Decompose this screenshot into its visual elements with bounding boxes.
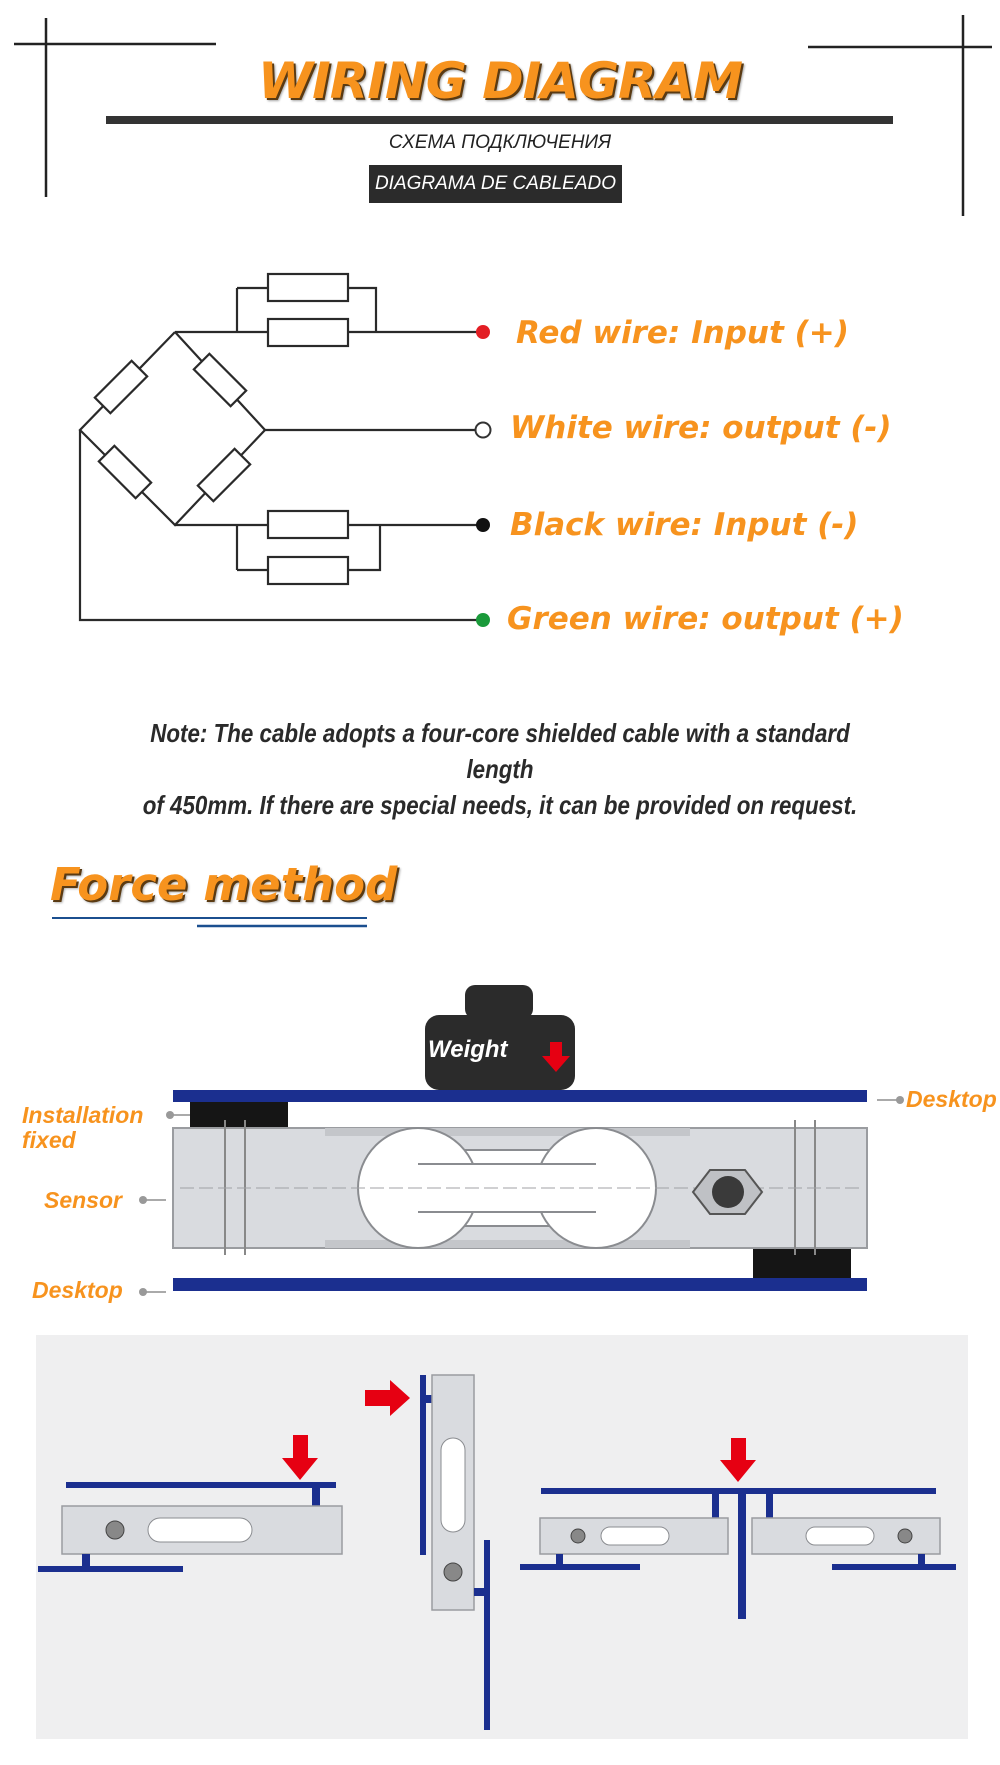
force-diagram	[139, 985, 904, 1296]
installation-fixed-label: Installation fixed	[22, 1102, 144, 1153]
weight-block	[425, 1015, 575, 1090]
black-wire-label: Black wire: Input (-)	[510, 507, 859, 543]
note-line-2: of 450mm. If there are special needs, it…	[142, 790, 858, 820]
green-terminal-dot	[476, 613, 490, 627]
wiring-schematic	[78, 272, 492, 627]
weight-label: Weight	[428, 1036, 508, 1063]
top-plate	[173, 1090, 867, 1102]
desktop-bottom-label: Desktop	[32, 1277, 123, 1303]
force-method-title: Force method	[50, 858, 398, 911]
example-horizontal	[38, 1435, 343, 1572]
black-terminal-dot	[476, 518, 490, 532]
white-terminal-dot	[474, 421, 492, 439]
subtitle-russian: СХЕМА ПОДКЛЮЧЕНИЯ	[388, 132, 612, 153]
red-wire-label: Red wire: Input (+)	[516, 315, 849, 351]
subtitle-spanish-badge: DIAGRAMA DE CABLEADO	[369, 165, 622, 203]
top-spacer	[190, 1102, 288, 1128]
header-frame	[14, 15, 992, 216]
arrow-down-icon	[720, 1438, 756, 1482]
weight-handle	[465, 985, 533, 1019]
page-title: WIRING DIAGRAM	[258, 52, 743, 110]
down-arrow-icon	[542, 1042, 570, 1072]
sensor-label: Sensor	[44, 1187, 122, 1213]
white-wire-label: White wire: output (-)	[510, 410, 892, 446]
bottom-spacer	[753, 1247, 851, 1278]
cable-note: Note: The cable adopts a four-core shiel…	[122, 715, 879, 823]
arrow-right-icon	[365, 1380, 410, 1416]
arrow-down-icon	[282, 1435, 318, 1480]
note-line-1: Note: The cable adopts a four-core shiel…	[150, 718, 850, 784]
example-vertical	[365, 1374, 490, 1730]
example-dual	[520, 1438, 956, 1619]
green-wire-label: Green wire: output (+)	[507, 601, 904, 637]
force-title-underline	[52, 917, 367, 928]
desktop-top-label: Desktop	[906, 1086, 997, 1112]
bottom-plate	[173, 1278, 867, 1291]
red-terminal-dot	[476, 325, 490, 339]
